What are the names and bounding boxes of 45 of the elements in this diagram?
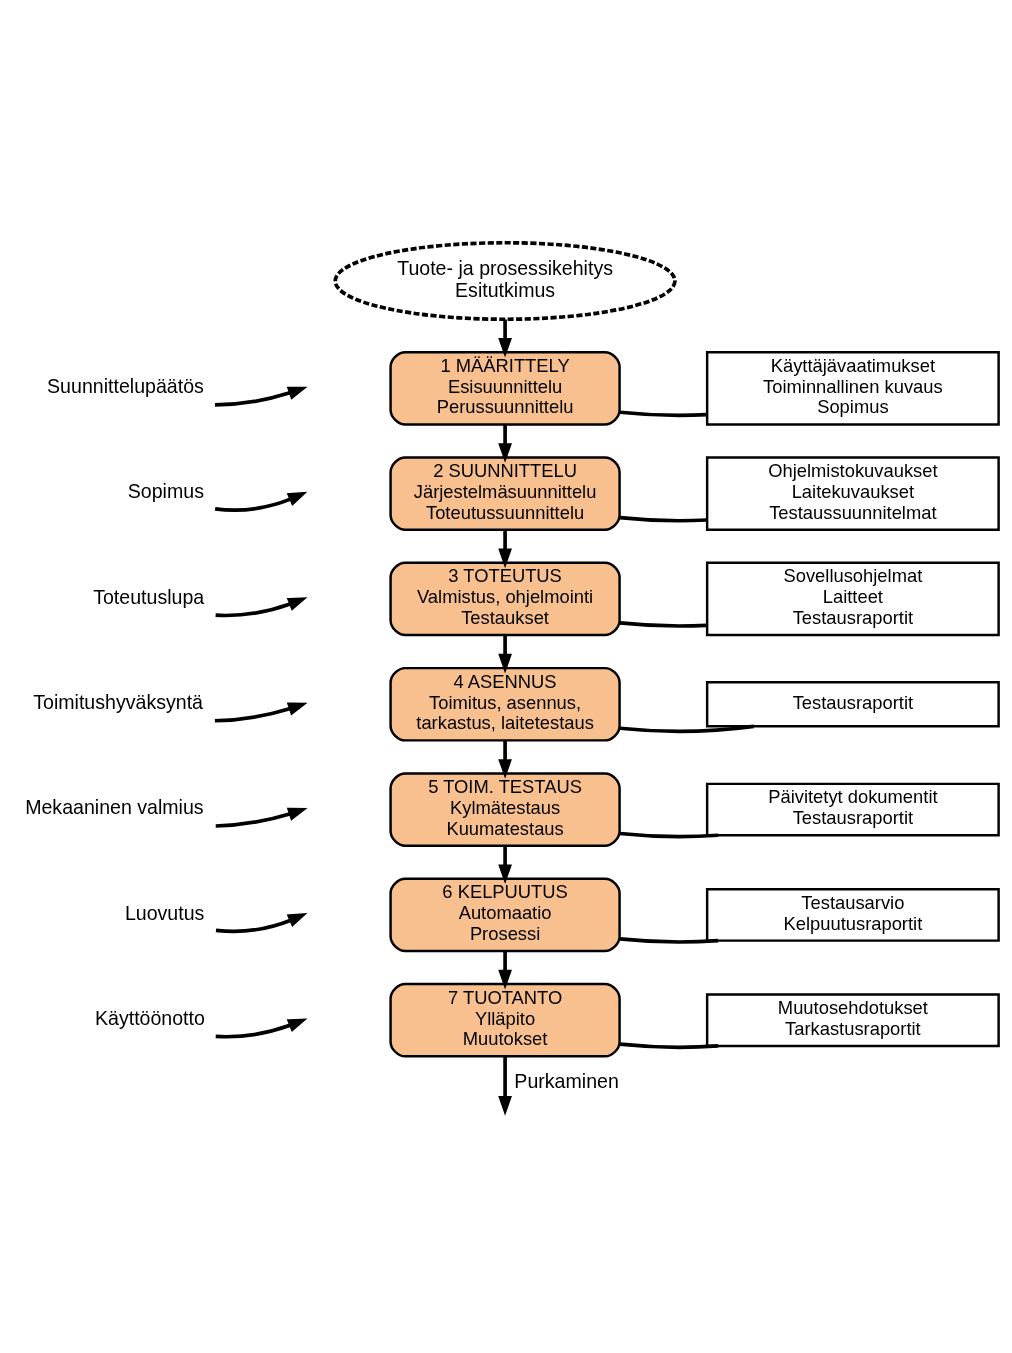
node-box: Muutosehdotukset Tarkastusraportit xyxy=(705,992,1000,1047)
node-box: Päivitetyt dokumentit Testausraportit xyxy=(705,782,1000,836)
node-box: 3 TOTEUTUS Valmistus, ohjelmointi Testaukset xyxy=(389,561,621,636)
node-text: Suunnittelupäätös xyxy=(47,374,204,397)
edge-label: Purkaminen xyxy=(514,1069,619,1092)
connector xyxy=(619,620,707,628)
arrow xyxy=(498,424,512,463)
connector xyxy=(619,936,719,944)
node-box: Käyttäjävaatimukset Toiminnallinen kuvaus Sopimus xyxy=(705,350,1000,426)
arrow xyxy=(215,807,308,828)
node-text: Toteutuslupa xyxy=(93,585,205,608)
node-text: Mekaaninen valmius xyxy=(25,795,204,818)
node-text: Käyttöönotto xyxy=(94,1006,205,1029)
arrow xyxy=(498,951,512,989)
node-box: Testausarvio Kelpuutusraportit xyxy=(705,887,1000,942)
arrow xyxy=(498,319,512,358)
node-box: 5 TOIM. TESTAUS Kylmätestaus Kuumatestaus xyxy=(389,771,621,847)
connector xyxy=(619,724,754,733)
arrow xyxy=(215,1017,308,1039)
arrow xyxy=(498,529,512,568)
arrow xyxy=(214,491,308,512)
node-box: 2 SUUNNITTELU Järjestelmäsuunnittelu Toteutussuunnittelu xyxy=(389,455,621,531)
connector xyxy=(619,1041,719,1049)
arrow xyxy=(498,845,512,884)
node-box: 1 MÄÄRITTELY Esisuunnittelu Perussuunnittelu xyxy=(389,350,621,426)
node-box: Ohjelmistokuvaukset Laitekuvaukset Testaussuunnitelmat xyxy=(705,455,1000,531)
node-text: Luovutus xyxy=(124,901,205,924)
arrow xyxy=(215,912,308,933)
node-box: Sovellusohjelmat Laitteet Testausraportit xyxy=(705,561,1000,636)
node-ellipse: Tuote- ja prosessikehitys Esitutkimus xyxy=(333,240,677,321)
node-text: Toimitushyväksyntä xyxy=(33,690,203,713)
node-box: 7 TUOTANTO Ylläpito Muutokset xyxy=(389,982,621,1058)
connector xyxy=(619,831,719,838)
arrow xyxy=(214,386,308,407)
connector xyxy=(619,409,707,417)
node-box: 4 ASENNUS Toimitus, asennus, tarkastus, laitetestaus xyxy=(389,666,621,742)
arrow xyxy=(498,1056,512,1116)
node-text: Sopimus xyxy=(127,479,204,502)
arrow xyxy=(214,701,308,723)
arrow xyxy=(498,635,512,673)
arrow xyxy=(498,740,512,779)
connector xyxy=(619,515,707,523)
node-box: Testausraportit xyxy=(705,680,1000,728)
arrow xyxy=(215,596,308,617)
node-box: 6 KELPUUTUS Automaatio Prosessi xyxy=(389,877,621,952)
